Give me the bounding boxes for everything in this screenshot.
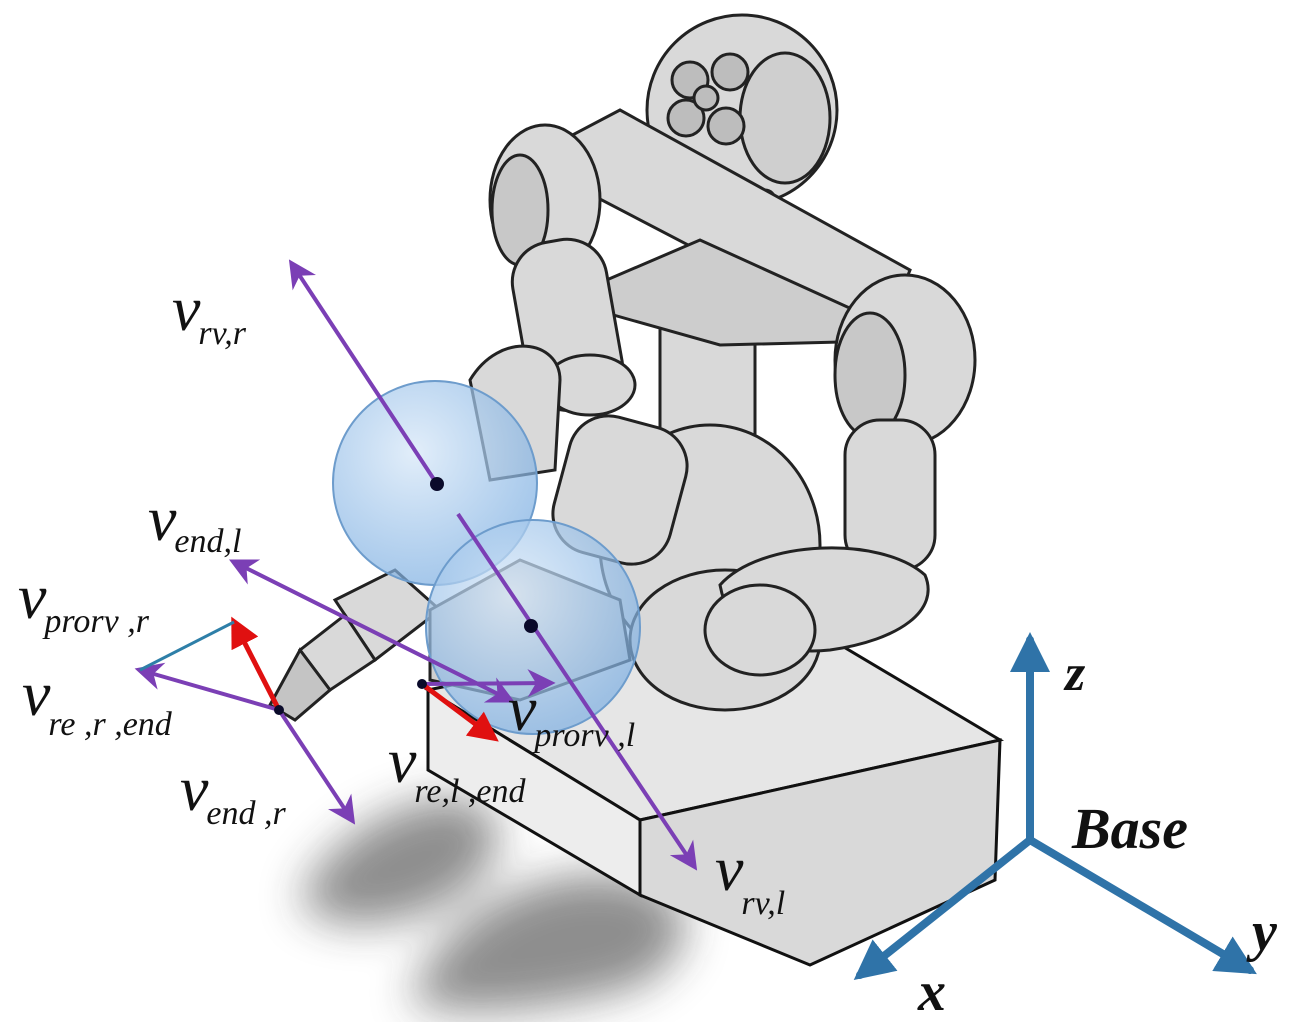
arrow-v-end-l (228, 559, 516, 703)
label-v-end-l: vend,l (148, 483, 241, 560)
arrow-v-end-r (277, 708, 356, 825)
label-v-prorv-l: vprorv ,l (508, 673, 635, 754)
center-dot-left (524, 619, 538, 633)
base-axes (853, 632, 1257, 980)
label-v-rv-r: vrv,r (172, 273, 247, 352)
axis-x-label: x (917, 961, 946, 1022)
center-dot-right (430, 477, 444, 491)
label-v-rv-l: vrv,l (715, 833, 785, 922)
red-velocity-arrows (231, 616, 499, 742)
axis-z-label: z (1063, 645, 1086, 702)
arrow-v-re-r-end (134, 662, 280, 712)
arrow-v-prorv-l (421, 669, 556, 698)
arrow-v-rv-r (288, 259, 439, 486)
label-v-prorv-r: vprorv ,r (18, 561, 150, 640)
axis-x-line (853, 836, 1034, 980)
label-v-re-l-end: vre,l ,end (388, 725, 527, 810)
base-frame-label: Base (1071, 796, 1188, 861)
axis-y-line (1026, 836, 1257, 975)
axis-y-label: y (1246, 901, 1278, 963)
teal-connector (139, 620, 235, 672)
end-dot-left (417, 679, 427, 689)
label-v-end-r: vend ,r (180, 753, 286, 832)
arrow-v-prorv-r (231, 616, 282, 712)
ground-shadow (300, 798, 685, 1011)
label-v-re-r-end: vre ,r ,end (22, 658, 173, 743)
sphere-centers (274, 477, 538, 715)
purple-velocity-arrows (134, 259, 698, 871)
end-dot-right (274, 705, 284, 715)
arrow-v-re-l-end (420, 682, 499, 742)
